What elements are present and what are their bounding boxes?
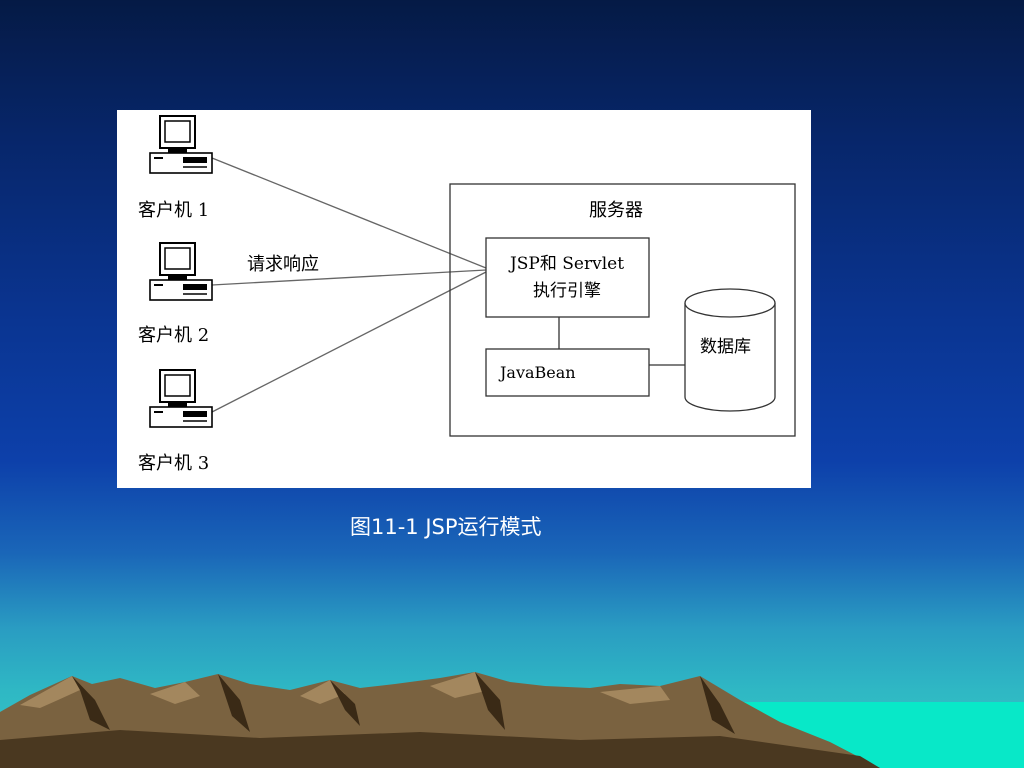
- ridge-shadow: [218, 674, 250, 732]
- bean-box: [485, 348, 650, 397]
- client-label-1: 客户机 1: [138, 200, 210, 221]
- diagram-lines: [149, 115, 796, 437]
- computer-icon: [149, 115, 213, 174]
- computer-icon: [149, 242, 213, 301]
- ridge-highlight: [150, 682, 200, 704]
- engine-label-line2: 执行引擎: [533, 281, 601, 301]
- foreground-band: [0, 730, 880, 768]
- ridge-shadow: [72, 676, 110, 730]
- connection-line-3: [211, 271, 487, 413]
- server-box: [449, 183, 796, 437]
- ridge-highlight: [20, 676, 80, 708]
- mountain-decoration: [0, 672, 1024, 768]
- server-title: 服务器: [589, 200, 643, 221]
- ridge-highlight: [600, 686, 670, 704]
- computer-icon: [149, 369, 213, 428]
- architecture-diagram: 客户机 1 客户机 2 客户机 3 请求响应 服务器 JSP和 Servlet …: [117, 110, 811, 488]
- engine-label-line1: JSP和 Servlet: [509, 254, 625, 274]
- engine-box: [485, 237, 650, 318]
- figure-caption: 图11-1 JSP运行模式: [350, 515, 542, 539]
- database-cylinder: [684, 288, 776, 412]
- connection-line-1: [211, 157, 487, 269]
- client-label-2: 客户机 2: [138, 325, 210, 346]
- ridge-shadow: [700, 676, 735, 734]
- database-label: 数据库: [700, 337, 751, 357]
- javabean-label: JavaBean: [500, 363, 576, 382]
- client-label-3: 客户机 3: [138, 453, 210, 474]
- ridge-highlight: [430, 672, 490, 698]
- connection-line-2: [211, 269, 487, 286]
- ridge-shadow: [330, 680, 360, 726]
- ridge-shadow: [475, 672, 505, 730]
- request-response-label: 请求响应: [247, 254, 319, 275]
